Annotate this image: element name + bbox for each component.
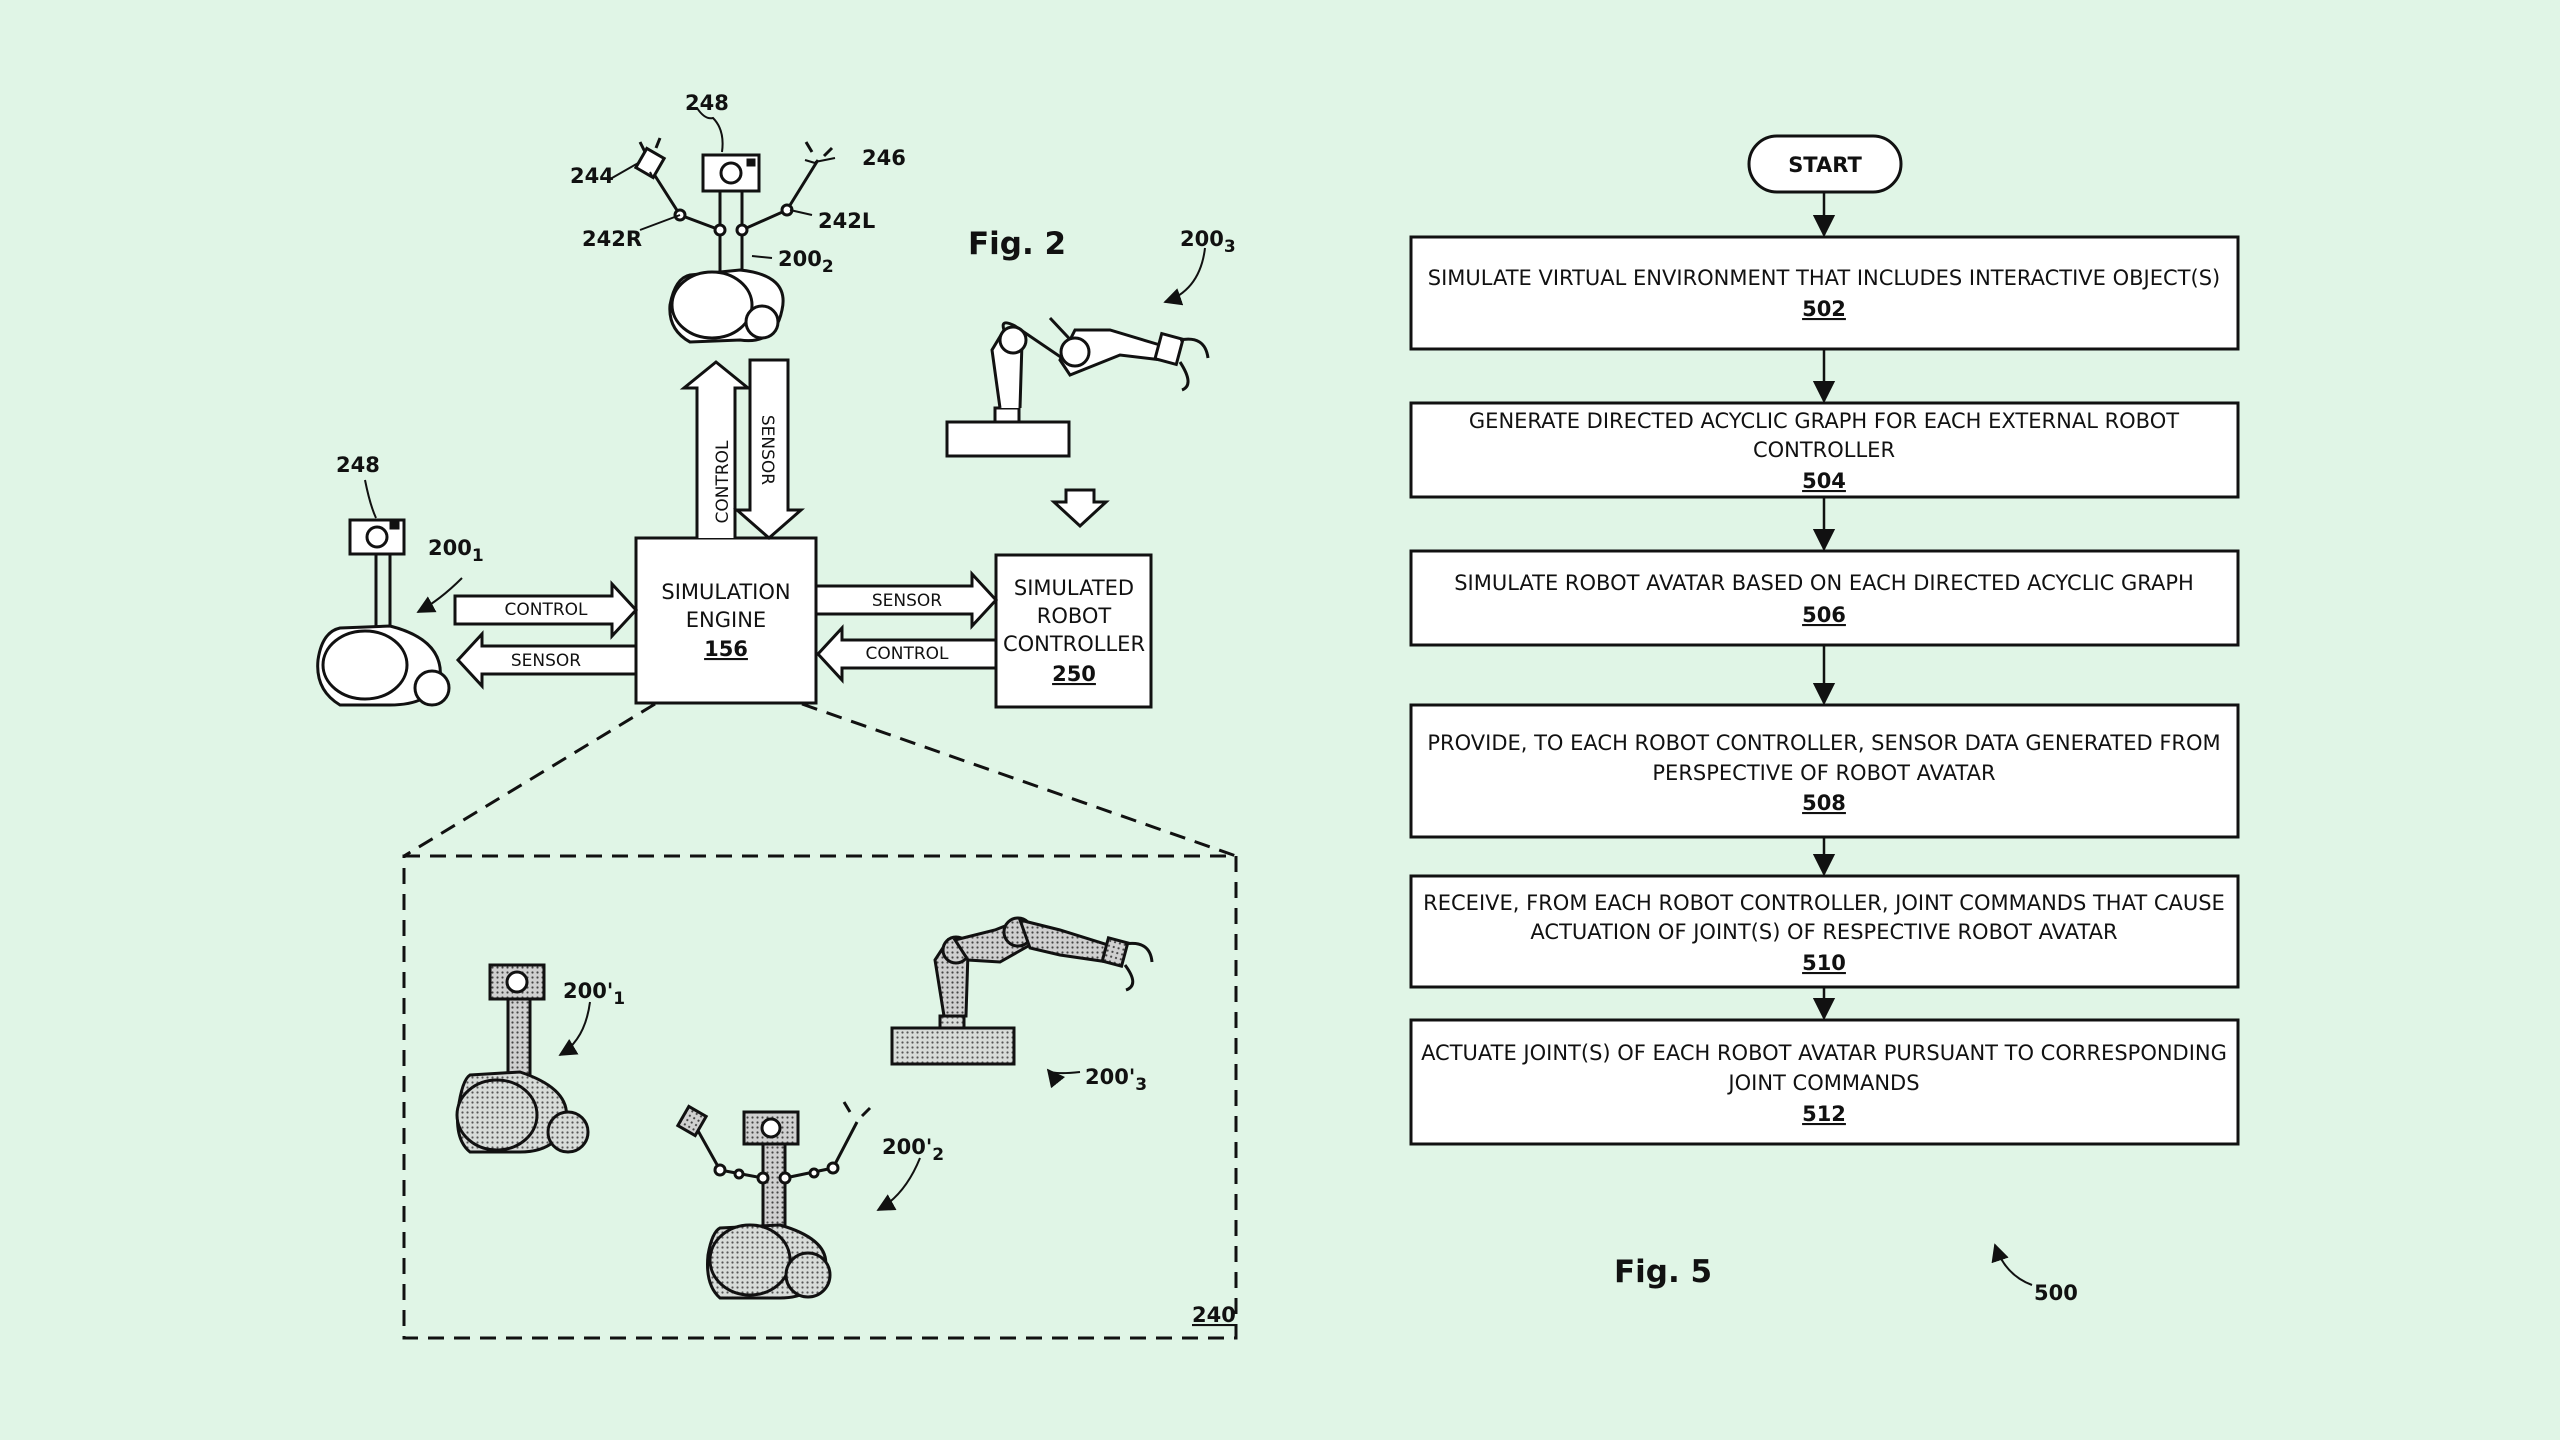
controller-sensor-label: SENSOR <box>872 591 942 611</box>
start-label: START <box>1788 153 1862 177</box>
label-248-robot1: 248 <box>336 453 380 477</box>
step-510-line1: RECEIVE, FROM EACH ROBOT CONTROLLER, JOI… <box>1423 891 2225 915</box>
avatar-200-2 <box>675 1101 872 1300</box>
step-502-ref: 502 <box>1802 297 1846 321</box>
robot1-sensor-arrow <box>455 630 638 690</box>
sensor-down-label: SENSOR <box>757 415 777 485</box>
avatar-200-3 <box>890 916 1154 1066</box>
step-508-line1: PROVIDE, TO EACH ROBOT CONTROLLER, SENSO… <box>1427 731 2220 755</box>
step-508-line2: PERSPECTIVE OF ROBOT AVATAR <box>1652 761 1995 785</box>
avatar-200-1 <box>455 963 590 1154</box>
controller-line2: ROBOT <box>1037 604 1112 628</box>
label-200-3: 2003 <box>1180 227 1236 257</box>
controller-ref: 250 <box>1052 662 1096 686</box>
step-504-line2: CONTROLLER <box>1753 438 1895 462</box>
step-504-ref: 504 <box>1802 469 1846 493</box>
controller-sensor-arrow <box>814 570 999 630</box>
label-avatar-2: 200'2 <box>882 1135 944 1165</box>
sim-engine-ref: 156 <box>704 637 748 661</box>
robot1-control-arrow <box>453 580 639 640</box>
step-506-ref: 506 <box>1802 603 1846 627</box>
controller-line3: CONTROLLER <box>1003 632 1145 656</box>
step-506-box <box>1409 549 2240 647</box>
fig2-title: Fig. 2 <box>968 226 1066 262</box>
step-512-box <box>1409 1018 2240 1146</box>
robot-200-1 <box>316 518 451 707</box>
controller-control-arrow <box>815 624 998 684</box>
virtual-environment-240 <box>402 702 1238 1340</box>
label-200-2: 2002 <box>778 247 834 277</box>
step-512-ref: 512 <box>1802 1102 1846 1126</box>
robot1-control-label: CONTROL <box>504 600 588 620</box>
control-up-arrow <box>679 360 753 538</box>
step-506-line1: SIMULATE ROBOT AVATAR BASED ON EACH DIRE… <box>1454 571 2194 595</box>
robot-200-2 <box>633 137 834 344</box>
robot1-sensor-label: SENSOR <box>511 651 581 671</box>
controller-control-label: CONTROL <box>865 644 949 664</box>
label-avatar-3: 200'3 <box>1085 1065 1147 1095</box>
controller-line1: SIMULATED <box>1014 576 1134 600</box>
step-512-line2: JOINT COMMANDS <box>1726 1071 1919 1095</box>
step-502-line1: SIMULATE VIRTUAL ENVIRONMENT THAT INCLUD… <box>1428 266 2220 290</box>
step-510-ref: 510 <box>1802 951 1846 975</box>
label-246: 246 <box>862 146 906 170</box>
label-248-top: 248 <box>685 91 729 115</box>
control-up-label: CONTROL <box>713 440 733 524</box>
label-240: 240 <box>1192 1303 1236 1327</box>
sim-engine-line1: SIMULATION <box>661 580 790 604</box>
label-244: 244 <box>570 164 614 188</box>
simulated-robot-controller-box <box>994 553 1153 709</box>
step-502-box <box>1409 235 2240 351</box>
label-242L: 242L <box>818 209 875 233</box>
label-200-1: 2001 <box>428 536 484 566</box>
robot-arm-200-3 <box>945 316 1210 458</box>
label-avatar-1: 200'1 <box>563 979 625 1009</box>
label-242R: 242R <box>582 227 642 251</box>
step-504-line1: GENERATE DIRECTED ACYCLIC GRAPH FOR EACH… <box>1469 409 2179 433</box>
fig5-title: Fig. 5 <box>1614 1254 1712 1290</box>
down-arrow-icon <box>1050 488 1110 529</box>
step-512-line1: ACTUATE JOINT(S) OF EACH ROBOT AVATAR PU… <box>1421 1041 2227 1065</box>
step-508-ref: 508 <box>1802 791 1846 815</box>
step-510-line2: ACTUATION OF JOINT(S) OF RESPECTIVE ROBO… <box>1530 920 2117 944</box>
fig5-ref-500: 500 <box>2034 1281 2078 1305</box>
sim-engine-line2: ENGINE <box>686 608 766 632</box>
sensor-down-arrow <box>733 358 805 540</box>
